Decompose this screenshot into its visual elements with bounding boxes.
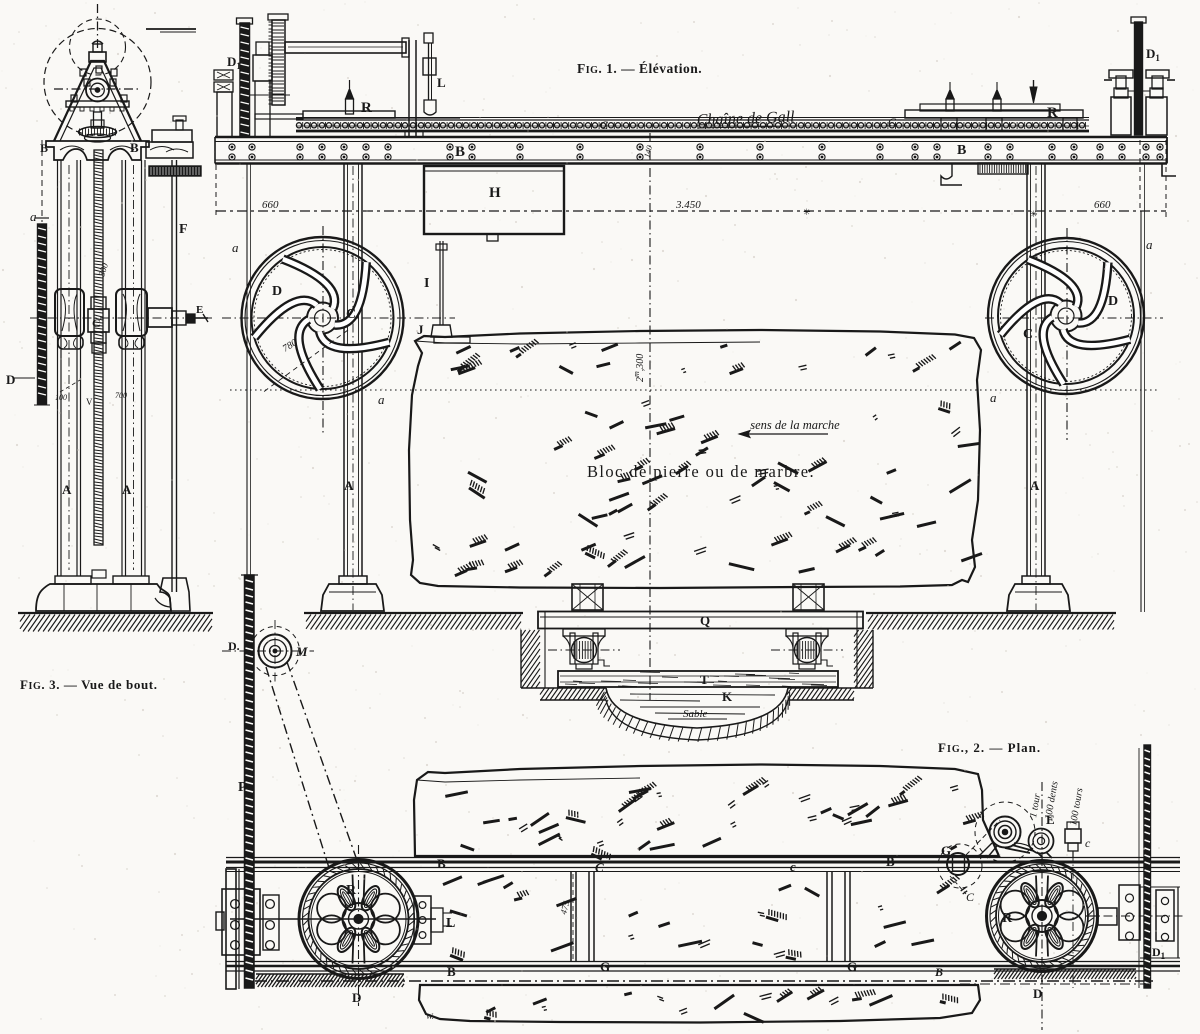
svg-text:A: A — [62, 482, 72, 497]
svg-text:F: F — [179, 222, 188, 237]
svg-text:B: B — [957, 143, 966, 158]
svg-text:D: D — [352, 990, 361, 1005]
svg-text:B: B — [934, 965, 943, 979]
svg-text:A: A — [1030, 478, 1040, 493]
svg-text:Sable: Sable — [683, 708, 708, 720]
svg-text:R: R — [1002, 911, 1013, 926]
svg-text:B: B — [455, 144, 465, 160]
svg-text:100: 100 — [55, 393, 67, 402]
svg-text:C: C — [966, 890, 975, 904]
svg-text:R: R — [361, 100, 372, 116]
svg-text:1 tour: 1 tour — [1028, 793, 1043, 819]
svg-text:P: P — [238, 780, 247, 795]
svg-text:L: L — [446, 916, 455, 931]
svg-text:sens de la marche: sens de la marche — [750, 418, 840, 432]
svg-text:B: B — [130, 140, 139, 155]
svg-text:B: B — [886, 854, 895, 869]
svg-text:B: B — [447, 964, 456, 979]
svg-text:G: G — [600, 959, 610, 974]
svg-text:H: H — [489, 185, 501, 201]
svg-text:Q: Q — [700, 613, 710, 628]
svg-text:a: a — [1146, 237, 1153, 252]
svg-text:a: a — [30, 209, 37, 224]
svg-text:300: 300 — [96, 261, 110, 278]
svg-text:FIG. 1. — Élévation.: FIG. 1. — Élévation. — [577, 61, 702, 76]
svg-text:3.450: 3.450 — [675, 199, 701, 211]
svg-text:G: G — [847, 959, 857, 974]
svg-text:D: D — [1033, 986, 1042, 1001]
svg-text:D: D — [6, 372, 15, 387]
svg-text:a: a — [378, 392, 385, 407]
svg-text:B: B — [437, 856, 446, 871]
svg-text:a: a — [990, 390, 997, 405]
svg-text:I: I — [424, 276, 429, 291]
svg-text:Chaîne de Gall: Chaîne de Gall — [697, 109, 796, 129]
svg-text:FIG., 2. — Plan.: FIG., 2. — Plan. — [938, 740, 1041, 755]
svg-text:C: C — [595, 860, 604, 875]
svg-text:C: C — [92, 316, 101, 330]
svg-text:J: J — [417, 322, 424, 337]
svg-text:A: A — [122, 482, 132, 497]
svg-text:M: M — [295, 644, 308, 659]
svg-text:660: 660 — [1094, 199, 1111, 211]
svg-text:D1: D1 — [1146, 46, 1160, 63]
svg-text:G: G — [941, 843, 951, 858]
svg-text:660: 660 — [262, 199, 279, 211]
svg-text:C: C — [346, 307, 356, 322]
svg-text:c: c — [1085, 836, 1091, 850]
svg-text:A: A — [344, 478, 354, 493]
svg-text:B: B — [40, 141, 48, 155]
svg-text:2m,300: 2m,300 — [632, 354, 646, 382]
svg-text:R: R — [1047, 105, 1058, 121]
svg-text:E: E — [1046, 812, 1055, 827]
svg-text:140: 140 — [642, 145, 654, 159]
svg-text:✳: ✳ — [1030, 209, 1038, 219]
svg-text:K: K — [722, 689, 733, 704]
svg-text:c: c — [790, 859, 796, 874]
svg-text:Bloc de pierre ou de marbre.: Bloc de pierre ou de marbre. — [587, 462, 815, 481]
svg-text:D.: D. — [228, 639, 240, 653]
svg-text:100 tours: 100 tours — [1068, 787, 1085, 827]
svg-text:D1: D1 — [227, 54, 241, 71]
svg-text:D: D — [272, 284, 282, 299]
svg-text:C: C — [888, 115, 897, 129]
svg-text:W.: W. — [426, 1012, 434, 1021]
svg-text:475: 475 — [558, 899, 571, 915]
svg-text:✳: ✳ — [803, 207, 811, 217]
svg-text:D: D — [1108, 294, 1118, 309]
svg-text:R: R — [346, 883, 357, 898]
svg-text:C: C — [600, 118, 609, 132]
svg-text:700: 700 — [115, 391, 127, 400]
svg-text:FIG. 3. — Vue de bout.: FIG. 3. — Vue de bout. — [20, 677, 158, 692]
svg-text:L: L — [437, 75, 446, 90]
svg-text:V: V — [86, 397, 93, 407]
svg-text:T: T — [700, 672, 709, 687]
svg-text:a: a — [232, 240, 239, 255]
svg-text:E: E — [196, 304, 203, 316]
svg-text:D1: D1 — [1152, 945, 1166, 961]
svg-text:C: C — [1023, 327, 1033, 342]
